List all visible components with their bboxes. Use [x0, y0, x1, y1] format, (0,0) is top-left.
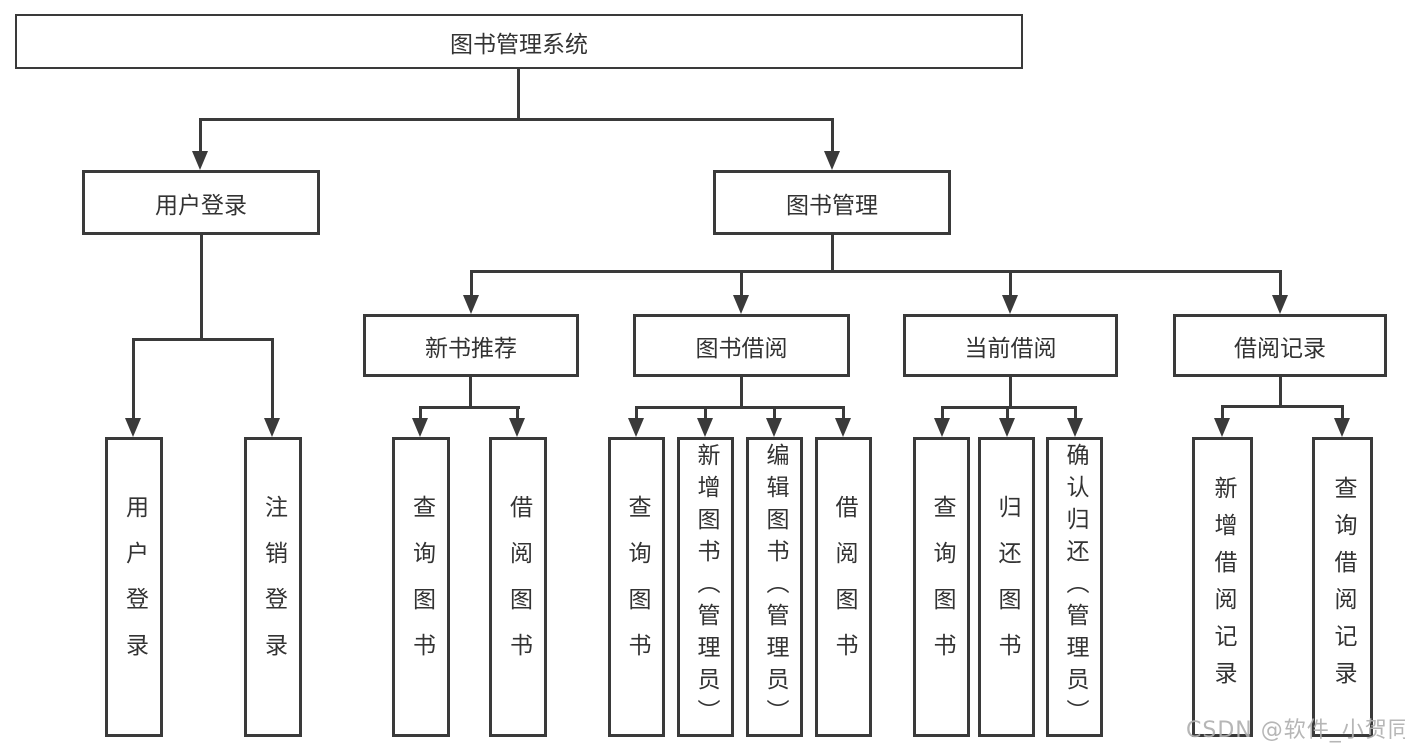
leaf-label: 用户登录 [121, 495, 148, 679]
node-current-borrowing: 当前借阅 [903, 314, 1118, 377]
leaf-query-books: 查询图书 [608, 437, 665, 737]
connector-book-mgmt-stem [831, 235, 834, 272]
leaf-add-borrow-record: 新增借阅记录 [1192, 437, 1253, 737]
leaf-label: 编辑图书（管理员） [762, 443, 788, 731]
arrowhead-down-icon [1067, 418, 1083, 437]
connector-drop [1221, 405, 1224, 419]
node-label: 图书借阅 [695, 335, 788, 362]
arrowhead-down-icon [125, 418, 141, 437]
connector-drop [516, 406, 519, 419]
leaf-label: 借阅图书 [505, 495, 532, 679]
arrowhead-down-icon [1334, 418, 1350, 437]
node-label: 图书管理系统 [450, 31, 588, 58]
arrowhead-down-icon [1214, 418, 1230, 437]
arrowhead-down-icon [1002, 295, 1018, 314]
node-label: 当前借阅 [964, 335, 1057, 362]
node-borrowing-records: 借阅记录 [1173, 314, 1387, 377]
connector-drop [470, 270, 473, 298]
leaf-return-books: 归还图书 [978, 437, 1035, 737]
connector-drop [842, 406, 845, 419]
node-label: 图书管理 [786, 192, 878, 219]
arrowhead-down-icon [999, 418, 1015, 437]
leaf-query-books: 查询图书 [913, 437, 970, 737]
leaf-logout: 注销登录 [244, 437, 302, 737]
leaf-label: 查询图书 [408, 495, 435, 679]
leaf-label: 查询图书 [624, 495, 650, 679]
connector-level1-hline [199, 118, 834, 121]
connector-level3-hline [470, 270, 1282, 273]
connector-stem [469, 377, 472, 409]
leaf-label: 借阅图书 [831, 495, 857, 679]
leaf-label: 确认归还（管理员） [1062, 443, 1088, 731]
connector-stem [740, 377, 743, 409]
connector-user-login-stem [200, 235, 203, 341]
leaf-label: 查询借阅记录 [1330, 476, 1356, 698]
leaf-label: 新增借阅记录 [1210, 476, 1236, 698]
arrowhead-down-icon [1272, 295, 1288, 314]
leaf-borrow-books: 借阅图书 [815, 437, 872, 737]
arrowhead-down-icon [264, 418, 280, 437]
connector-user-login-drop [199, 118, 202, 154]
node-label: 借阅记录 [1234, 335, 1326, 362]
leaf-label: 新增图书（管理员） [693, 443, 719, 731]
arrowhead-down-icon [628, 418, 644, 437]
leaf-edit-books-admin: 编辑图书（管理员） [746, 437, 803, 737]
connector-drop [1006, 406, 1009, 419]
connector-stem [1279, 377, 1282, 408]
connector-hline [941, 406, 1077, 409]
connector-drop [941, 406, 944, 419]
node-book-management: 图书管理 [713, 170, 951, 235]
arrowhead-down-icon [835, 418, 851, 437]
leaf-label: 查询图书 [929, 495, 955, 679]
connector-drop [1009, 270, 1012, 298]
connector-drop [704, 406, 707, 419]
arrowhead-down-icon [463, 295, 479, 314]
connector-hline [1221, 405, 1344, 408]
arrowhead-down-icon [733, 295, 749, 314]
connector-stem [1009, 377, 1012, 409]
arrowhead-down-icon [766, 418, 782, 437]
arrowhead-down-icon [192, 151, 208, 170]
connector-drop [740, 270, 743, 298]
arrowhead-down-icon [934, 418, 950, 437]
leaf-add-books-admin: 新增图书（管理员） [677, 437, 734, 737]
connector-drop [635, 406, 638, 419]
arrowhead-down-icon [509, 418, 525, 437]
connector-drop [271, 338, 274, 420]
arrowhead-down-icon [697, 418, 713, 437]
leaf-confirm-return-admin: 确认归还（管理员） [1046, 437, 1103, 737]
csdn-watermark: CSDN @软件_小贺同学 [1186, 718, 1405, 743]
leaf-label: 注销登录 [260, 495, 287, 679]
connector-drop [1341, 405, 1344, 419]
node-book-borrowing: 图书借阅 [633, 314, 850, 377]
node-label: 用户登录 [155, 192, 247, 219]
connector-user-login-hline [132, 338, 274, 341]
leaf-user-login: 用户登录 [105, 437, 163, 737]
connector-hline [635, 406, 845, 409]
connector-drop [773, 406, 776, 419]
leaf-label: 归还图书 [994, 495, 1020, 679]
connector-book-mgmt-drop [831, 118, 834, 154]
leaf-query-books: 查询图书 [392, 437, 450, 737]
leaf-query-borrow-record: 查询借阅记录 [1312, 437, 1373, 737]
leaf-borrow-books: 借阅图书 [489, 437, 547, 737]
node-label: 新书推荐 [425, 335, 517, 362]
node-library-management-system: 图书管理系统 [15, 14, 1023, 69]
node-new-book-recommendation: 新书推荐 [363, 314, 579, 377]
connector-hline [419, 406, 520, 409]
connector-drop [419, 406, 422, 419]
arrowhead-down-icon [824, 151, 840, 170]
connector-drop [1074, 406, 1077, 419]
connector-drop [1279, 270, 1282, 298]
connector-root-stem [517, 69, 520, 120]
arrowhead-down-icon [412, 418, 428, 437]
connector-drop [132, 338, 135, 420]
node-user-login: 用户登录 [82, 170, 320, 235]
